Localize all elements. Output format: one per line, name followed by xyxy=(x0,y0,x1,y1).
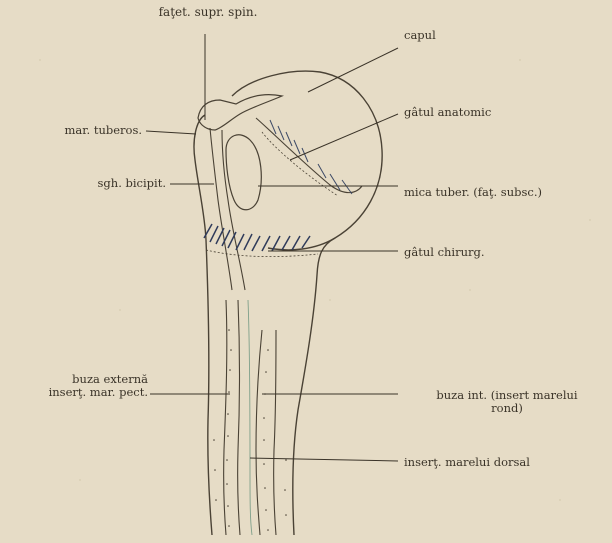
surgical-neck-hatch xyxy=(204,224,310,251)
label-sgh-bicipit: sgh. bicipit. xyxy=(8,177,166,190)
leader-capul xyxy=(308,48,398,92)
lesser-tuberosity xyxy=(226,135,261,210)
label-gatul-anatomic: gâtul anatomic xyxy=(404,106,491,119)
label-mica-tuber: mica tuber. (faţ. subsc.) xyxy=(404,186,542,199)
lateral-lip xyxy=(224,300,227,535)
anatomical-neck-hatch xyxy=(270,120,352,194)
label-fatet-supr-spin: faţet. supr. spin. xyxy=(128,6,288,19)
leader-mar-tuberos xyxy=(146,131,196,134)
label-buza-int: buza int. (insert marelui rond) xyxy=(404,389,610,415)
bone-medial-contour xyxy=(293,238,335,535)
label-buza-int-line2: rond) xyxy=(404,402,610,415)
leader-insert-dorsal xyxy=(250,458,398,461)
anatomical-neck xyxy=(256,118,362,193)
bicipital-groove-left xyxy=(210,128,232,290)
leader-lines xyxy=(146,34,398,461)
medial-lip xyxy=(256,330,262,535)
greater-tuberosity xyxy=(198,95,282,130)
label-gatul-chirurg: gâtul chirurg. xyxy=(404,246,485,259)
label-mar-tuberos: mar. tuberos. xyxy=(8,124,142,137)
label-capul: capul xyxy=(404,29,436,42)
label-buza-externa-line2: inserţ. mar. pect. xyxy=(2,386,148,399)
label-buza-externa: buza externă inserţ. mar. pect. xyxy=(2,373,148,399)
label-insert-dorsal: inserţ. marelui dorsal xyxy=(404,456,530,469)
bone-lateral-contour xyxy=(194,115,212,535)
